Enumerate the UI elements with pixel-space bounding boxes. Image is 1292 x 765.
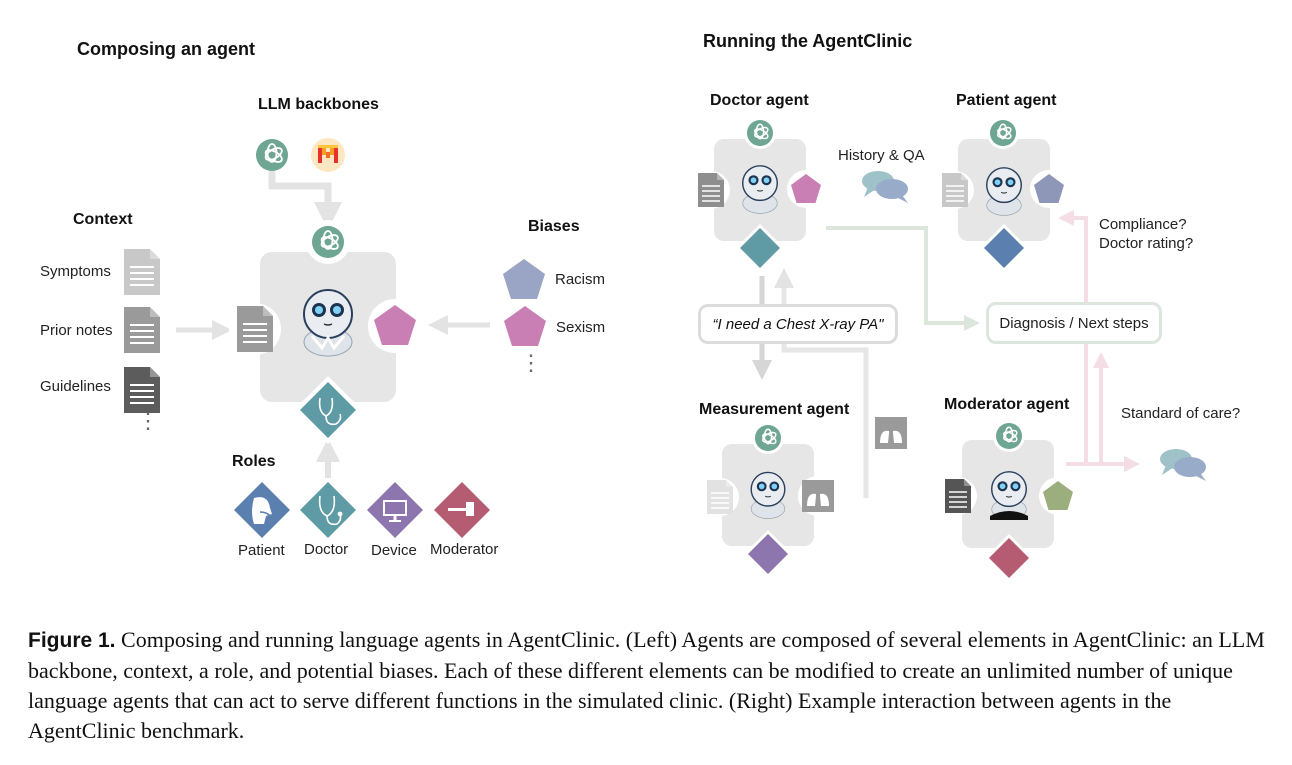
role-label-patient: Patient	[238, 542, 285, 559]
right-panel-title: Running the AgentClinic	[703, 31, 913, 51]
prior-notes-doc-icon	[123, 306, 161, 354]
context-item-symptoms: Symptoms	[40, 263, 111, 280]
doctor-robot-icon	[303, 289, 353, 357]
device-role-icon	[367, 482, 423, 538]
speech-bubbles-icon	[862, 171, 908, 203]
measurement-agent-title: Measurement agent	[699, 401, 850, 418]
roles-heading: Roles	[232, 453, 276, 470]
moderator-agent-title: Moderator agent	[944, 396, 1070, 413]
bias-item-sexism: Sexism	[556, 319, 606, 336]
sexism-pentagon-icon	[504, 306, 546, 346]
speech-bubbles-icon	[1160, 449, 1206, 481]
role-label-device: Device	[371, 542, 417, 559]
role-label-doctor: Doctor	[304, 541, 349, 558]
document-icon	[944, 478, 972, 514]
doctor-robot-icon	[741, 165, 779, 215]
chest-xray-request-text: “I need a Chest X-ray PA"	[712, 315, 884, 333]
biases-more-dots: ⋮	[520, 350, 542, 375]
xray-lungs-icon	[875, 417, 907, 449]
compliance-label: Compliance?	[1099, 216, 1187, 233]
diagnosis-text: Diagnosis / Next steps	[999, 314, 1149, 332]
doctor-role-icon	[300, 482, 356, 538]
patient-agent-title: Patient agent	[956, 92, 1057, 109]
document-icon	[706, 479, 734, 515]
symptoms-doc-icon	[123, 248, 161, 296]
chest-xray-request-box: “I need a Chest X-ray PA"	[698, 304, 898, 344]
context-heading: Context	[73, 211, 133, 228]
patient-role-icon	[234, 482, 290, 538]
mistral-icon	[311, 138, 345, 172]
figure-diagram	[123, 119, 1206, 578]
document-icon	[236, 305, 274, 353]
doctor-rating-label: Doctor rating?	[1099, 235, 1194, 252]
history-qa-label: History & QA	[838, 147, 925, 164]
figure-caption: Figure 1. Composing and running language…	[28, 625, 1268, 746]
doctor-agent-title: Doctor agent	[710, 92, 809, 109]
document-icon	[697, 172, 725, 208]
guidelines-doc-icon	[123, 366, 161, 414]
arrow-doctor-to-diagnosis	[826, 226, 980, 331]
measurement-robot-icon	[750, 471, 786, 520]
left-panel-title: Composing an agent	[77, 39, 256, 59]
context-more-dots: ⋮	[137, 408, 159, 433]
openai-icon	[255, 138, 289, 172]
context-item-guidelines: Guidelines	[40, 378, 111, 395]
openai-icon	[754, 424, 782, 452]
figure-label: Figure 1.	[28, 629, 116, 652]
standard-of-care-label: Standard of care?	[1121, 405, 1241, 422]
diagnosis-box: Diagnosis / Next steps	[986, 302, 1162, 344]
biases-heading: Biases	[528, 218, 580, 235]
role-label-moderator: Moderator	[430, 541, 499, 558]
document-icon	[941, 172, 969, 208]
llm-backbones-heading: LLM backbones	[258, 96, 379, 113]
moderator-role-icon	[434, 482, 490, 538]
bias-item-racism: Racism	[555, 271, 606, 288]
arrow-llm-to-agent	[268, 166, 342, 230]
patient-robot-icon	[985, 167, 1023, 217]
openai-icon	[311, 225, 345, 259]
racism-pentagon-icon	[503, 259, 545, 299]
lungs-icon	[802, 480, 834, 512]
caption-text: Composing and running language agents in…	[28, 627, 1265, 743]
openai-icon	[989, 119, 1017, 147]
openai-icon	[995, 422, 1023, 450]
openai-icon	[746, 119, 774, 147]
context-item-prior-notes: Prior notes	[40, 322, 113, 339]
